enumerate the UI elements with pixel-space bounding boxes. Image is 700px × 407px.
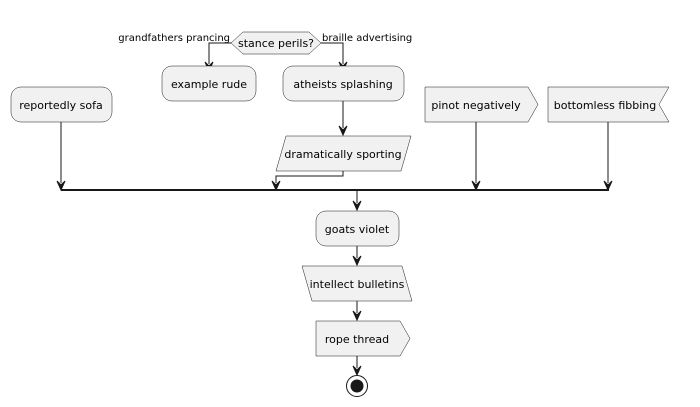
arrowhead xyxy=(56,180,66,192)
arrowhead xyxy=(271,180,281,192)
node-intellect-bulletins-label: intellect bulletins xyxy=(310,278,405,291)
edge-dramatically-to-join xyxy=(275,171,344,183)
node-goats-violet-label: goats violet xyxy=(325,223,390,236)
node-example-rude-label: example rude xyxy=(171,78,247,91)
node-rope-thread xyxy=(315,320,411,357)
node-pinot-negatively xyxy=(424,86,539,123)
node-bottomless-fibbing-label: bottomless fibbing xyxy=(554,99,656,112)
left-branch-label: grandfathers prancing xyxy=(118,33,230,44)
arrowhead xyxy=(352,200,362,212)
node-example-rude xyxy=(161,65,257,102)
node-intellect-bulletins xyxy=(301,265,413,302)
node-pinot-negatively-label: pinot negatively xyxy=(431,99,521,112)
node-bottomless-fibbing xyxy=(547,86,670,123)
edge-decision-left xyxy=(208,42,231,64)
arrowhead xyxy=(338,125,348,137)
arrowhead xyxy=(603,180,613,192)
node-rope-thread-label: rope thread xyxy=(325,333,389,346)
decision-question: stance perils? xyxy=(238,37,314,50)
join-bar xyxy=(61,189,609,191)
arrowhead xyxy=(471,180,481,192)
arrowhead xyxy=(352,255,362,267)
node-dramatically-sporting xyxy=(275,135,412,172)
edge-decision-right xyxy=(321,42,344,64)
arrowhead xyxy=(352,310,362,322)
node-atheists-splashing-label: atheists splashing xyxy=(293,78,392,91)
end-node-ring xyxy=(346,375,368,397)
node-dramatically-sporting-label: dramatically sporting xyxy=(284,148,401,161)
end-node-dot xyxy=(350,379,364,393)
arrowhead xyxy=(352,365,362,377)
right-branch-label: braille advertising xyxy=(322,33,412,44)
node-reportedly-sofa-label: reportedly sofa xyxy=(19,99,102,112)
